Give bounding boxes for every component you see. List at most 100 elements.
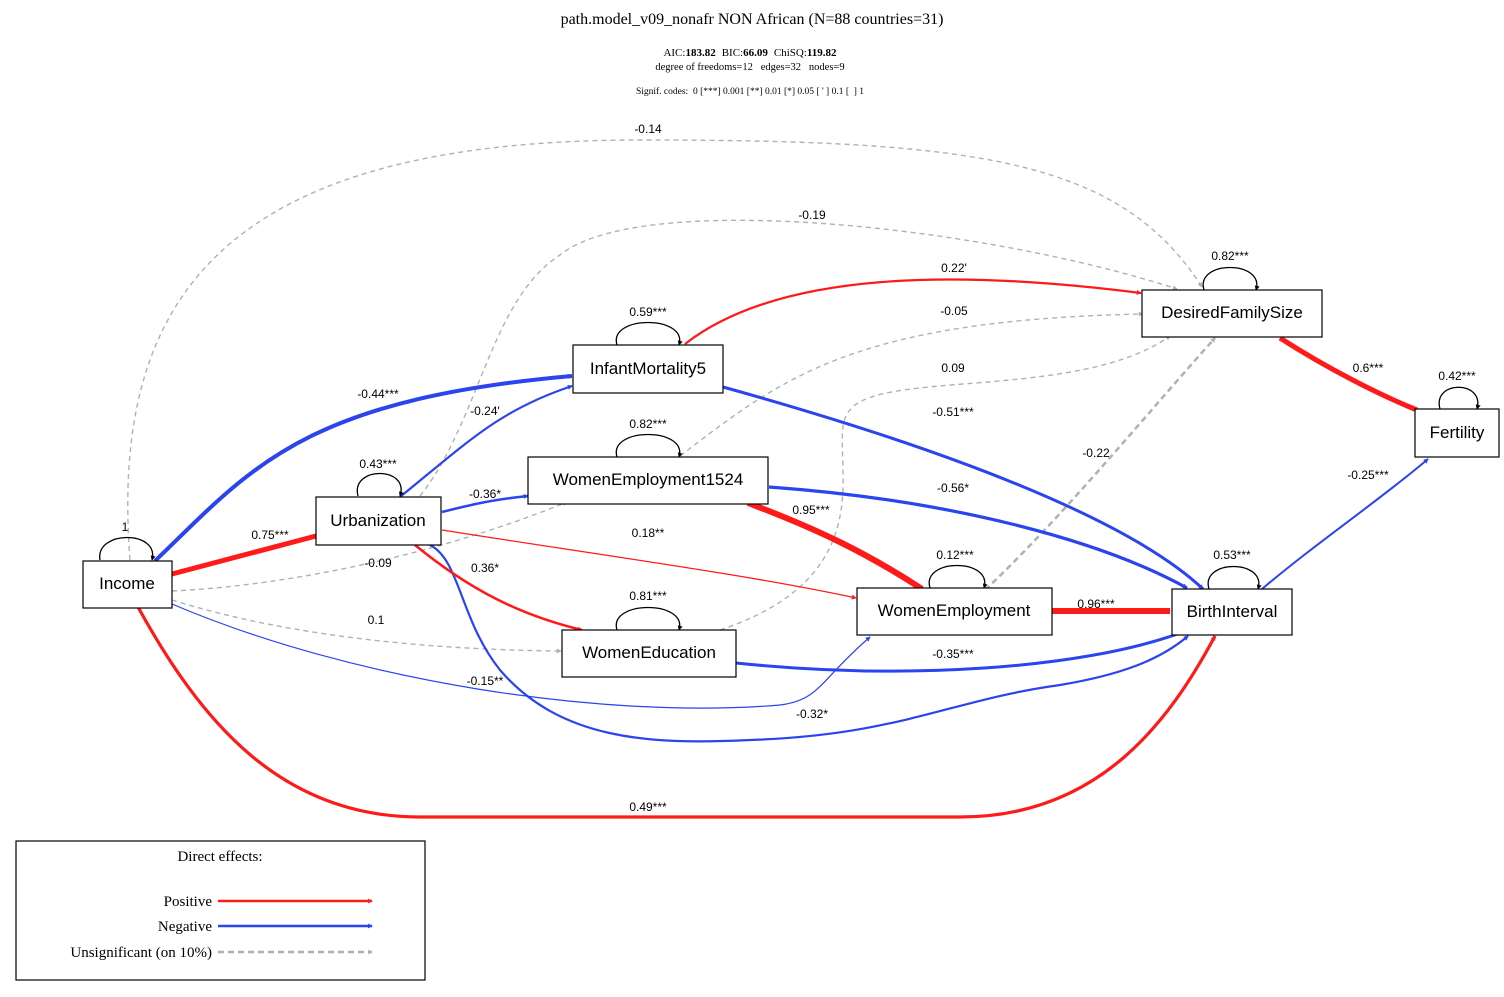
selfloop-desiredfamilysize [1202,266,1260,291]
selfloop-infantmortality [615,321,683,346]
edge-label-infantmortality-desiredfamilysize: 0.22' [941,261,967,275]
bic-label: BIC: [722,47,743,59]
edge-womeneducation-desiredfamilysize [719,335,1171,631]
selfloop-label-infantmortality: 0.59*** [629,305,667,319]
edge-label-income-womeneducation: 0.1 [368,613,385,627]
edge-womenemployment1524-birthinterval [768,485,1188,590]
aic-label: AIC: [663,47,685,59]
selfloop-label-desiredfamilysize: 0.82*** [1211,249,1249,263]
edge-label-income-infantmortality: -0.44*** [357,387,399,401]
node-infantmortality-label: InfantMortality5 [590,359,706,378]
chisq-label: ChiSQ: [774,47,807,59]
edge-urbanization-desiredfamilysize [419,219,1178,497]
edge-womenemployment1524-desiredfamilysize [679,311,1144,457]
edge-womenemployment1524-womenemployment [746,500,924,592]
selfloop-fertility [1438,386,1481,410]
edge-income-urbanization [171,533,317,577]
edge-income-womeneducation [171,599,562,654]
node-fertility-label: Fertility [1430,423,1485,442]
edge-label-income-birthinterval: 0.49*** [629,800,667,814]
node-urbanization: Urbanization [315,496,442,546]
node-womenemployment1524-label: WomenEmployment1524 [553,470,744,489]
node-womenemployment1524: WomenEmployment1524 [527,456,769,505]
aic-value: 183.82 [685,47,716,59]
selfloop-label-income: 1 [122,520,129,534]
edge-womeneducation-birthinterval [735,630,1184,673]
fit-stats: AIC:183.82 BIC:66.09 ChiSQ:119.82 [663,47,837,59]
node-desiredfamilysize-label: DesiredFamilySize [1161,303,1303,322]
selfloop-urbanization [356,472,404,497]
edge-urbanization-birthinterval [429,544,1189,743]
edge-label-womenemployment1524-womenemployment: 0.95*** [792,503,830,517]
edge-urbanization-womenemployment [441,529,857,600]
node-birthinterval: BirthInterval [1171,588,1293,636]
selfloop-label-urbanization: 0.43*** [359,457,397,471]
edge-womenemployment-desiredfamilysize [984,337,1216,591]
selfloop-birthinterval [1207,565,1262,590]
edge-label-income-desiredfamilysize: -0.14 [634,122,662,136]
selfloop-womenemployment [928,564,988,589]
edge-urbanization-infantmortality [399,384,573,498]
edge-label-birthinterval-fertility: -0.25*** [1347,468,1389,482]
edge-income-desiredfamilysize [127,139,1203,561]
edge-income-womenemployment1524 [171,501,568,592]
edge-income-birthinterval [136,606,1217,819]
edge-label-infantmortality-birthinterval: -0.51*** [932,405,974,419]
legend-box [15,840,426,981]
edge-label-womenemployment-desiredfamilysize: -0.22 [1082,446,1110,460]
legend: Direct effects: Positive Negative Unsign… [15,840,426,981]
edge-label-urbanization-womenemployment1524: -0.36* [469,487,501,501]
selfloop-label-womenemployment: 0.12*** [936,548,974,562]
legend-insignificant-label: Unsignificant (on 10%) [70,945,212,961]
edge-desiredfamilysize-fertility [1278,335,1418,413]
edge-label-urbanization-infantmortality: -0.24' [470,404,500,418]
node-womenemployment: WomenEmployment [856,587,1053,636]
edge-label-income-urbanization: 0.75*** [251,528,289,542]
selfloop-womenemployment1524 [615,433,683,458]
legend-title: Direct effects: [177,849,262,865]
node-womeneducation-label: WomenEducation [582,643,716,662]
selfloop-womeneducation [615,606,683,631]
edge-label-income-womenemployment1524: -0.09 [364,556,392,570]
chisq-value: 119.82 [807,47,837,59]
edge-label-urbanization-womenemployment: 0.18** [632,526,665,540]
edge-label-urbanization-birthinterval: -0.32* [796,707,828,721]
node-desiredfamilysize: DesiredFamilySize [1141,289,1323,338]
edge-infantmortality-desiredfamilysize [684,278,1142,345]
legend-negative-label: Negative [158,919,212,935]
selfloop-label-birthinterval: 0.53*** [1213,548,1251,562]
df-edges-nodes: degree of freedoms=12 edges=32 nodes=9 [655,62,844,73]
selfloop-label-womenemployment1524: 0.82*** [629,417,667,431]
edge-label-income-womenemployment: -0.15** [467,674,504,688]
node-birthinterval-label: BirthInterval [1187,602,1278,621]
node-womenemployment-label: WomenEmployment [878,601,1031,620]
edge-urbanization-womeneducation [414,544,583,632]
edge-label-womeneducation-birthinterval: -0.35*** [932,647,974,661]
edge-label-womenemployment1524-birthinterval: -0.56* [937,481,969,495]
edge-birthinterval-fertility [1261,458,1429,590]
signif-codes: Signif. codes: 0 [***] 0.001 [**] 0.01 [… [636,86,864,97]
edge-infantmortality-birthinterval [722,385,1205,591]
node-income: Income [82,560,173,609]
edge-label-urbanization-womeneducation: 0.36* [471,561,499,575]
bic-value: 66.09 [743,47,768,59]
edge-label-womeneducation-desiredfamilysize: 0.09 [941,361,965,375]
edge-urbanization-womenemployment1524 [441,493,529,514]
node-infantmortality: InfantMortality5 [572,344,724,394]
edge-label-desiredfamilysize-fertility: 0.6*** [1353,361,1384,375]
selfloop-label-womeneducation: 0.81*** [629,589,667,603]
node-urbanization-label: Urbanization [330,511,425,530]
selfloop-income [99,536,156,561]
node-womeneducation: WomenEducation [561,629,737,678]
diagram-title: path.model_v09_nonafr NON African (N=88 … [561,11,944,28]
edge-label-womenemployment1524-desiredfamilysize: -0.05 [940,304,968,318]
edge-label-womenemployment-birthinterval: 0.96*** [1077,597,1115,611]
legend-positive-label: Positive [164,894,213,910]
node-income-label: Income [99,574,155,593]
edge-income-womenemployment [171,603,871,709]
node-fertility: Fertility [1414,408,1500,458]
edge-income-infantmortality [153,373,573,563]
selfloop-label-fertility: 0.42*** [1438,369,1476,383]
edge-label-urbanization-desiredfamilysize: -0.19 [798,208,826,222]
